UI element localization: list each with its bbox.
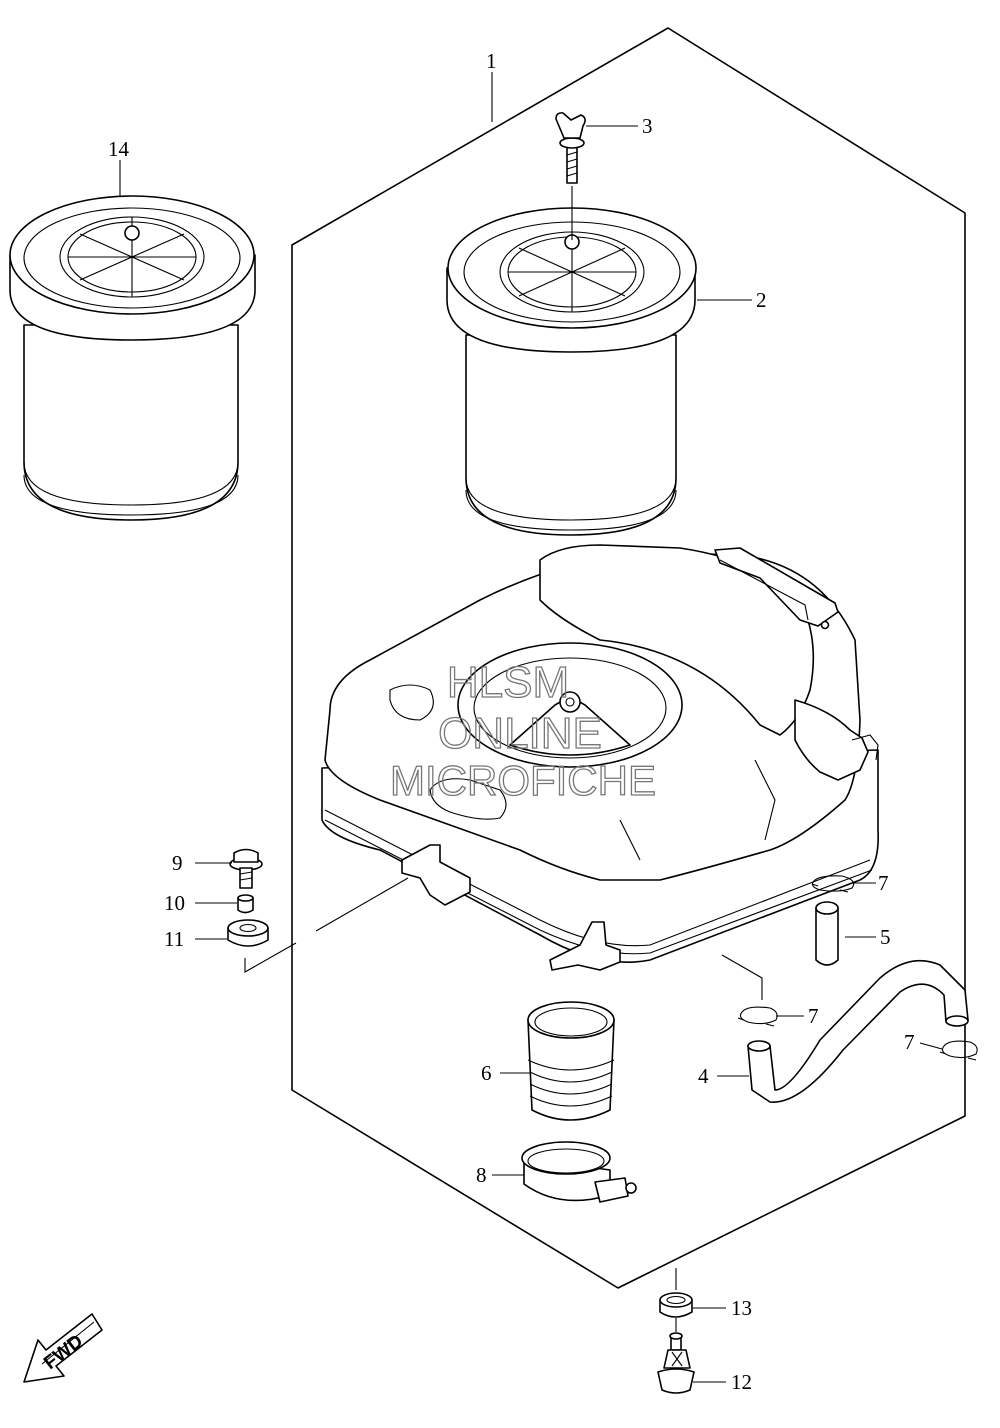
drain-valve [657,1332,695,1394]
callout-labels: 1 14 3 2 7 5 7 7 4 6 8 9 10 11 13 12 [108,49,915,1394]
watermark: HLSM ONLINE MICROFICHE [389,657,656,804]
mounting-bolt [229,848,263,889]
rubber-grommet [227,919,269,947]
callout-10: 10 [164,891,185,915]
watermark-line-1: HLSM [447,658,569,707]
callout-6: 6 [481,1061,492,1085]
short-hose [815,901,839,966]
air-cleaner-case [321,544,879,971]
hose-clip-middle [737,1006,778,1027]
fwd-badge: FWD [23,1313,103,1383]
callout-7-lower: 7 [904,1030,915,1054]
hose-clip-lower [939,1040,978,1061]
mounting-collar [237,894,254,914]
hose-clamp [521,1141,637,1203]
callout-13: 13 [731,1296,752,1320]
assembly-boundary [291,27,966,1289]
callout-3: 3 [642,114,653,138]
callout-2: 2 [756,288,767,312]
watermark-line-2: ONLINE [438,709,602,758]
callout-8: 8 [476,1163,487,1187]
callout-14: 14 [108,137,130,161]
leader-lines [119,72,943,1383]
callout-12: 12 [731,1370,752,1394]
watermark-line-3: MICROFICHE [390,757,656,804]
filter-element [446,207,697,536]
callout-9: 9 [172,851,183,875]
wing-bolt [555,112,586,240]
drain-cap [659,1292,693,1318]
callout-7-upper: 7 [878,871,889,895]
filter-element-spare [9,195,256,521]
intake-boot [527,1001,615,1121]
callout-7-middle: 7 [808,1004,819,1028]
breather-hose [747,959,969,1103]
callout-5: 5 [880,925,891,949]
callout-1: 1 [486,49,497,73]
hose-clip-upper [811,875,855,893]
callout-4: 4 [698,1064,709,1088]
callout-11: 11 [164,927,184,951]
